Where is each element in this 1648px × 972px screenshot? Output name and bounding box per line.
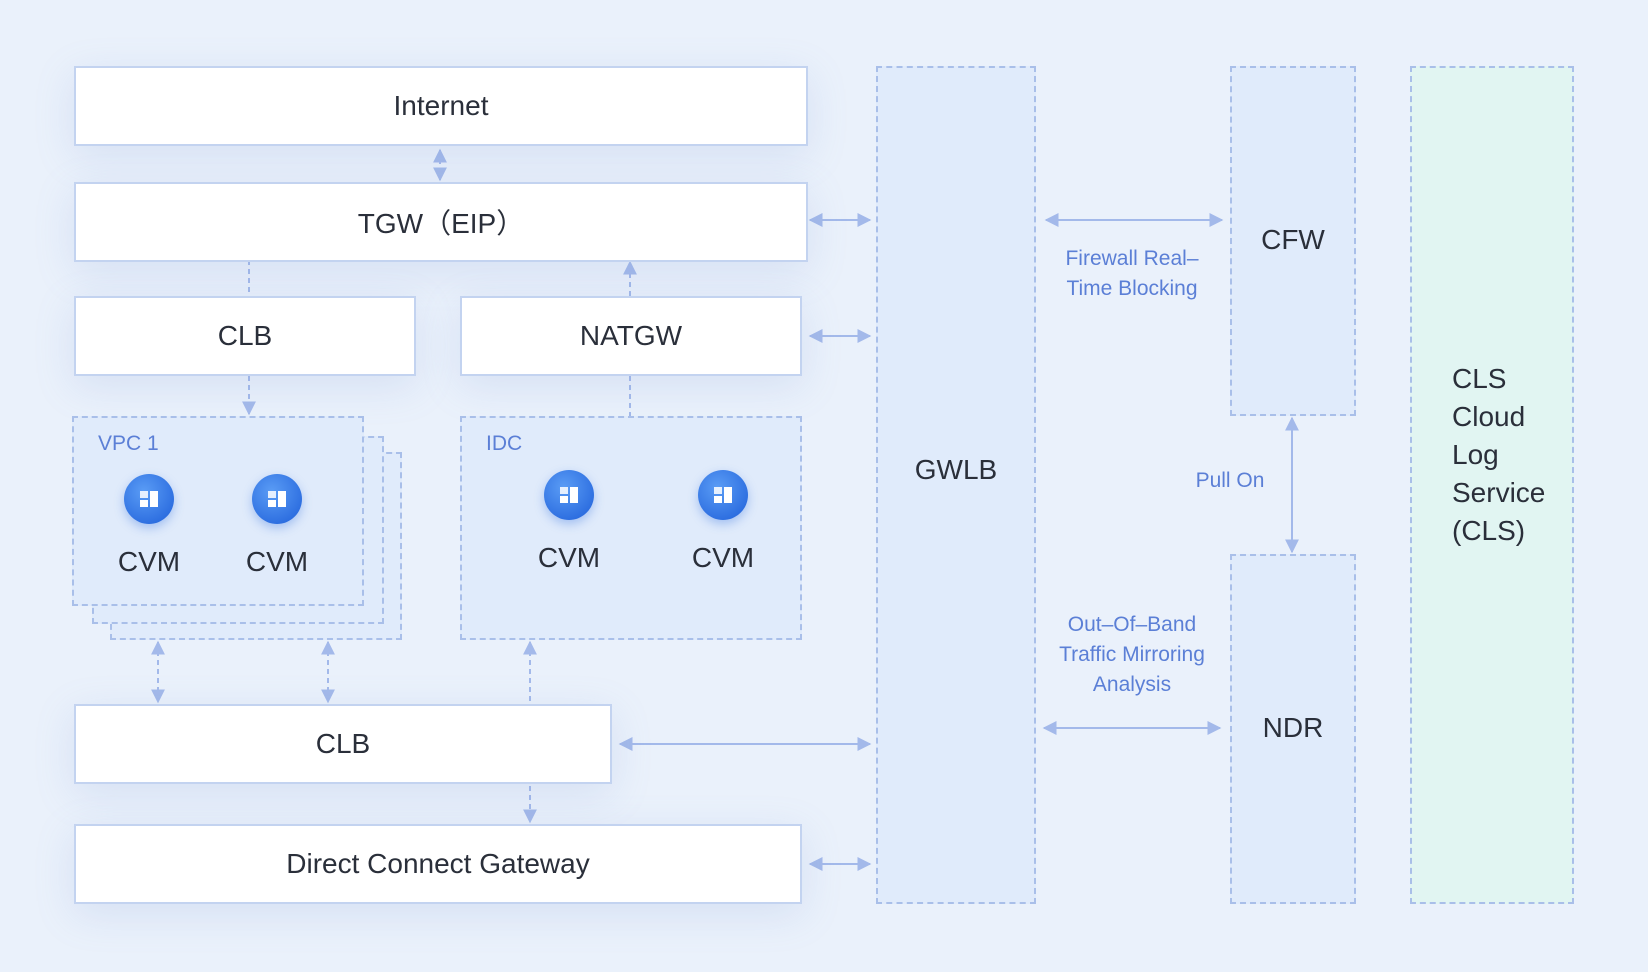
server-grid-icon <box>252 474 302 524</box>
internet-label: Internet <box>393 90 489 121</box>
idc-group: IDC CVM CVM <box>460 416 802 640</box>
vpc-cvm-2: CVM <box>212 474 342 578</box>
cls-line: Cloud <box>1452 401 1526 432</box>
ndr-column <box>1230 554 1356 904</box>
vpc-group: VPC 1 CVM CVM <box>72 416 364 606</box>
tgw-label: TGW（EIP） <box>357 208 525 239</box>
firewall-blocking-label: Firewall Real–Time Blocking <box>1065 247 1199 300</box>
idc-cvm-2: CVM <box>658 470 788 574</box>
idc-label: IDC <box>486 432 523 455</box>
vpc-cvm-1: CVM <box>84 474 214 578</box>
cvm-label: CVM <box>245 546 309 577</box>
gwlb-label: GWLB <box>914 454 998 485</box>
clb-bottom-node: CLB <box>74 704 612 784</box>
idc-cvm-1: CVM <box>504 470 634 574</box>
cls-line: CLS <box>1452 363 1507 394</box>
cls-line: Log <box>1452 439 1499 470</box>
server-grid-icon <box>544 470 594 520</box>
clb-top-label: CLB <box>217 320 273 351</box>
ndr-label: NDR <box>1262 712 1324 743</box>
cls-column <box>1410 66 1574 904</box>
cvm-label: CVM <box>117 546 181 577</box>
clb-top-node: CLB <box>74 296 416 376</box>
cvm-label: CVM <box>691 542 755 573</box>
tgw-node: TGW（EIP） <box>74 182 808 262</box>
traffic-mirroring-label: Out–Of–Band Traffic Mirroring Analysis <box>1059 613 1205 696</box>
natgw-node: NATGW <box>460 296 802 376</box>
gwlb-column <box>876 66 1036 904</box>
cls-label: CLS Cloud Log Service (CLS) <box>1452 360 1545 550</box>
natgw-label: NATGW <box>579 320 683 351</box>
cfw-label: CFW <box>1261 224 1325 255</box>
server-grid-icon <box>124 474 174 524</box>
cls-line: (CLS) <box>1452 515 1526 546</box>
internet-node: Internet <box>74 66 808 146</box>
vpc-label: VPC 1 <box>98 432 159 455</box>
cfw-column <box>1230 66 1356 416</box>
direct-connect-gateway-node: Direct Connect Gateway <box>74 824 802 904</box>
dcg-label: Direct Connect Gateway <box>286 848 590 879</box>
pull-on-label: Pull On <box>1195 469 1265 492</box>
server-grid-icon <box>698 470 748 520</box>
clb-bottom-label: CLB <box>315 728 371 759</box>
cls-line: Service <box>1452 477 1546 508</box>
cvm-label: CVM <box>537 542 601 573</box>
